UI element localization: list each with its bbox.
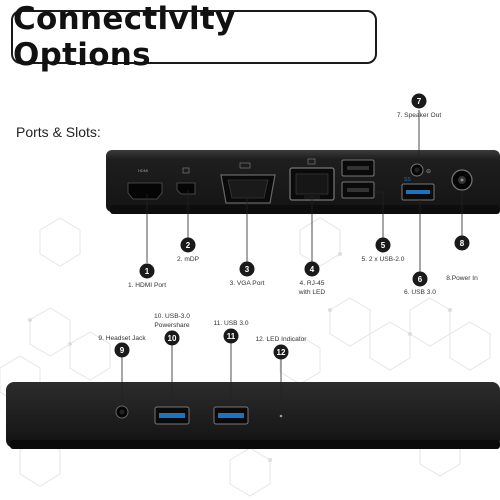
- dock-front-view: [6, 382, 500, 449]
- headset-jack: [115, 405, 129, 419]
- usb3-powershare-port: [154, 406, 190, 425]
- svg-text:7: 7: [417, 97, 422, 106]
- svg-text:4: 4: [310, 265, 315, 274]
- label-usb2: 5. 2 x USB-2.0: [362, 256, 405, 263]
- label-powershare: Powershare: [154, 322, 190, 329]
- rj45-port: [289, 158, 335, 201]
- leader-lines: [121, 110, 463, 414]
- svg-text:5: 5: [381, 241, 386, 250]
- power-in-port: [451, 169, 473, 191]
- label-usb3-powershare: 10. USB-3.0: [154, 313, 190, 320]
- label-led-indicator: 12. LED Indicator: [256, 336, 308, 343]
- label-headset-jack: 9. Headset Jack: [98, 335, 146, 342]
- svg-text:11: 11: [227, 332, 236, 341]
- badge-6: 6: [412, 271, 428, 287]
- label-hdmi-port: 1. HDMI Port: [128, 282, 166, 289]
- dock-rear-view: HDMI SS: [106, 150, 500, 214]
- badge-11: 11: [223, 328, 239, 344]
- label-rj45: 4. RJ-45: [300, 280, 325, 287]
- label-usb3-front: 11. USB 3.0: [213, 320, 248, 327]
- usb3-mark: SS: [404, 177, 411, 183]
- label-power-in: 8.Power In: [446, 275, 478, 282]
- label-usb3-rear: 6. USB 3.0: [404, 289, 436, 296]
- badge-7: 7: [411, 93, 427, 109]
- badge-5: 5: [375, 237, 391, 253]
- badge-2: 2: [180, 237, 196, 253]
- badge-1: 1: [139, 263, 155, 279]
- svg-text:9: 9: [120, 346, 125, 355]
- svg-text:12: 12: [277, 348, 286, 357]
- page-title: Connectivity Options: [13, 1, 236, 73]
- badge-12: 12: [273, 344, 289, 360]
- svg-text:1: 1: [145, 267, 150, 276]
- svg-text:⊖: ⊖: [426, 169, 431, 175]
- svg-text:2: 2: [186, 241, 191, 250]
- led-indicator: [279, 414, 283, 418]
- hdmi-port: HDMI: [127, 168, 163, 200]
- hdmi-mark: HDMI: [138, 168, 148, 173]
- ports-heading: Ports & Slots:: [16, 124, 101, 140]
- usb3-port-rear: SS: [401, 177, 435, 201]
- svg-text:3: 3: [245, 265, 250, 274]
- vga-port: [220, 162, 276, 204]
- badge-9: 9: [114, 342, 130, 358]
- label-speaker-out: 7. Speaker Out: [397, 112, 442, 119]
- label-mdp: 2. mDP: [177, 256, 200, 263]
- badge-8: 8: [454, 235, 470, 251]
- badge-4: 4: [304, 261, 320, 277]
- svg-text:6: 6: [418, 275, 423, 284]
- usb2-ports: [341, 159, 375, 199]
- label-vga-port: 3. VGA Port: [230, 280, 265, 287]
- usb3-port-front: [213, 406, 249, 425]
- svg-text:8: 8: [460, 239, 465, 248]
- speaker-out-jack: ⊖: [410, 163, 431, 177]
- label-rj45-led: with LED: [298, 289, 326, 296]
- badge-10: 10: [164, 330, 180, 346]
- badge-3: 3: [239, 261, 255, 277]
- title-box: Connectivity Options: [11, 1, 377, 73]
- svg-text:10: 10: [168, 334, 177, 343]
